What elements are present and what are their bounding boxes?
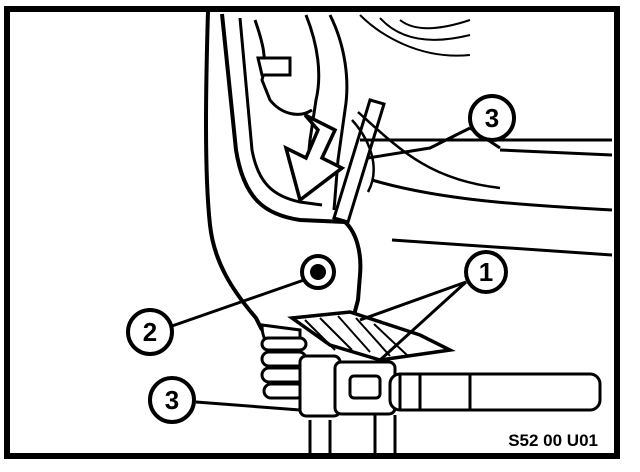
cable-bundle-a <box>303 14 321 191</box>
direction-arrow <box>283 113 346 203</box>
leader-1-b <box>378 280 468 362</box>
leader-2 <box>171 278 305 328</box>
callout-2: 2 <box>126 308 174 356</box>
callout-3-top-label: 3 <box>485 103 499 133</box>
upper-hose <box>253 19 313 116</box>
cable-tie <box>332 98 386 224</box>
figure-caption: S52 00 U01 <box>508 431 598 450</box>
leader-3-bottom <box>195 400 301 412</box>
callout-3-bottom-label: 3 <box>165 385 179 415</box>
fastener-bolt-inner <box>310 264 326 280</box>
callout-3-bottom: 3 <box>148 376 196 424</box>
upper-clip <box>256 56 292 77</box>
lower-mechanism <box>260 323 602 456</box>
vehicle-panel-outline <box>204 9 264 331</box>
cable-bundle-b <box>328 14 349 211</box>
body-panel-line <box>371 178 613 257</box>
callout-1: 1 <box>464 250 508 294</box>
leader-lines <box>171 126 501 412</box>
bracket-outline <box>220 13 363 331</box>
callout-3-top: 3 <box>468 94 516 142</box>
bracket-inner-edge <box>238 17 323 207</box>
trim-folds <box>359 14 471 57</box>
seal-hatching <box>304 315 409 357</box>
callout-2-label: 2 <box>143 317 157 347</box>
leader-1-a <box>359 280 467 322</box>
callout-1-label: 1 <box>479 257 493 287</box>
leader-3-top <box>367 126 471 160</box>
